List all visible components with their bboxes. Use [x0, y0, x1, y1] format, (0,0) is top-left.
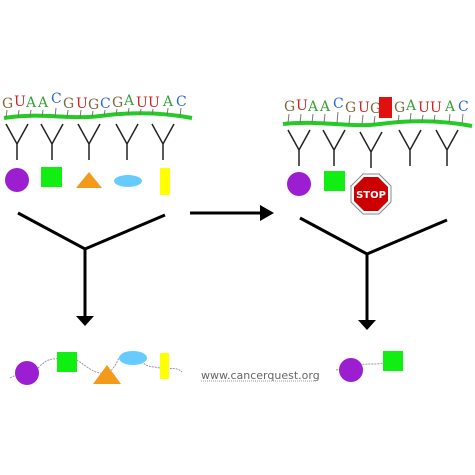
left-base-4: A [37, 95, 49, 111]
right-mrna-backbone [282, 119, 473, 128]
stop-sign-icon: STOP [350, 173, 392, 215]
right-panel: G U A A C G U G G A U U A C [282, 96, 473, 382]
right-base-10: G [394, 100, 405, 116]
left-yellow-bar-amino-acid [160, 168, 170, 195]
right-base-4: A [319, 99, 331, 115]
left-chain-green-square [57, 352, 77, 372]
left-base-15: C [176, 94, 187, 110]
left-base-3: A [25, 95, 37, 111]
right-base-13: U [430, 100, 442, 116]
left-chain-yellow-bar [160, 353, 169, 379]
right-sequence: G U A A C G U G G A U U A C [284, 96, 469, 118]
left-base-12: U [136, 95, 148, 111]
left-base-7: U [76, 96, 88, 112]
stop-sign-label: STOP [356, 190, 386, 201]
left-base-ticks [5, 107, 182, 119]
left-mrna-backbone [3, 111, 193, 120]
left-base-2: U [14, 94, 26, 110]
right-protein-chain [335, 351, 403, 382]
left-base-9: C [100, 96, 111, 112]
left-protein-chain [9, 351, 183, 385]
right-base-2: U [296, 98, 308, 114]
right-converge-lines [299, 216, 448, 322]
left-base-6: G [63, 96, 74, 112]
right-base-12: U [418, 100, 430, 116]
left-chain-blue-ellipse [119, 351, 147, 365]
right-base-7: U [358, 100, 370, 116]
left-base-5: C [51, 91, 62, 107]
left-base-10: G [112, 95, 123, 111]
right-base-5: C [333, 96, 344, 112]
right-base-15: C [458, 99, 469, 115]
left-base-8: G [88, 97, 99, 113]
left-chain-purple-circle [15, 361, 39, 385]
left-blue-ellipse-amino-acid [114, 175, 142, 187]
left-base-14: A [162, 94, 174, 110]
right-base-6: G [345, 100, 356, 116]
left-sequence: G U A A C G U G C G A U U A C [2, 91, 187, 113]
left-chain-orange-triangle [93, 365, 121, 384]
left-orange-triangle-amino-acid [76, 172, 102, 188]
right-purple-circle-amino-acid [287, 172, 311, 196]
left-panel: G U A A C G U G C G A U U A C [2, 91, 193, 385]
transition-arrow [190, 205, 274, 221]
right-base-14: A [444, 99, 456, 115]
right-base-3: A [307, 99, 319, 115]
left-down-arrowhead [76, 316, 94, 326]
right-base-8: G [370, 101, 381, 117]
left-purple-circle-amino-acid [5, 168, 29, 192]
right-chain-purple-circle [339, 358, 363, 382]
right-down-arrowhead [358, 320, 376, 330]
right-pointing-arrowhead [260, 205, 274, 221]
right-chain-green-square [383, 351, 403, 371]
left-base-1: G [2, 96, 13, 112]
mutation-marker [379, 97, 392, 118]
right-base-11: A [405, 98, 417, 114]
left-base-13: U [148, 95, 160, 111]
left-green-square-amino-acid [41, 167, 62, 187]
source-credit: www.cancerquest.org [201, 369, 320, 382]
right-base-ticks [287, 111, 464, 125]
left-trna-connectors [5, 123, 175, 160]
right-trna-connectors [287, 129, 459, 168]
right-green-square-amino-acid [324, 171, 345, 191]
right-base-1: G [284, 99, 295, 115]
left-base-11: A [123, 93, 135, 109]
left-converge-lines [17, 211, 166, 318]
